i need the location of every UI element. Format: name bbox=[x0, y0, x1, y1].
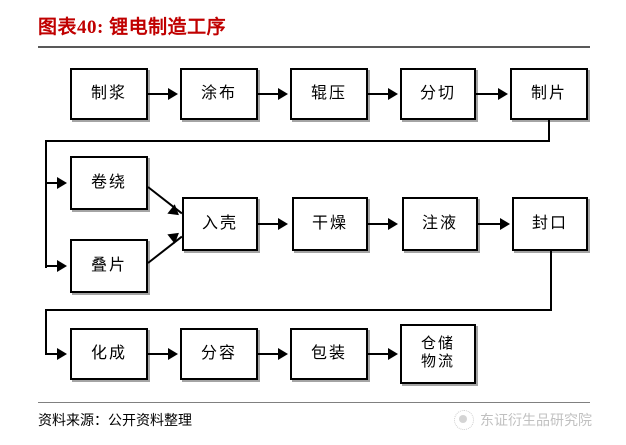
connector-line bbox=[258, 93, 280, 95]
connector-line bbox=[258, 223, 280, 225]
node-zhijiang[interactable]: 制浆 bbox=[70, 68, 148, 120]
arrow-icon bbox=[168, 88, 178, 100]
arrow-icon bbox=[167, 204, 183, 220]
connector-line bbox=[550, 251, 552, 311]
watermark-label: 东证衍生品研究院 bbox=[480, 414, 592, 429]
footer-divider bbox=[38, 402, 590, 403]
source-note: 资料来源：公开资料整理 bbox=[38, 414, 192, 429]
node-baozhuang[interactable]: 包装 bbox=[290, 328, 368, 380]
node-label-line2: 物流 bbox=[420, 354, 455, 370]
arrow-icon bbox=[500, 218, 510, 230]
node-fengkou[interactable]: 封口 bbox=[512, 197, 588, 251]
connector-line bbox=[368, 223, 390, 225]
connector-line bbox=[45, 309, 47, 355]
node-ruke[interactable]: 入壳 bbox=[182, 197, 258, 251]
node-ganzao[interactable]: 干燥 bbox=[292, 197, 368, 251]
arrow-icon bbox=[57, 260, 67, 272]
arrow-icon bbox=[168, 348, 178, 360]
circle-logo-icon bbox=[454, 410, 474, 430]
connector-line bbox=[258, 353, 280, 355]
connector-line bbox=[45, 309, 552, 311]
arrow-icon bbox=[278, 88, 288, 100]
node-diepian[interactable]: 叠片 bbox=[70, 239, 148, 293]
connector-line bbox=[45, 265, 59, 267]
node-fenqie[interactable]: 分切 bbox=[400, 68, 476, 120]
connector-line bbox=[148, 93, 170, 95]
arrow-icon bbox=[57, 177, 67, 189]
node-huacheng[interactable]: 化成 bbox=[70, 328, 148, 380]
node-zhipian[interactable]: 制片 bbox=[510, 68, 588, 120]
title-divider bbox=[38, 46, 590, 48]
connector-line bbox=[476, 93, 500, 95]
connector-line bbox=[478, 223, 500, 225]
watermark: 东证衍生品研究院 bbox=[454, 410, 592, 430]
arrow-icon bbox=[388, 88, 398, 100]
connector-line bbox=[45, 353, 59, 355]
connector-line bbox=[45, 140, 550, 142]
connector-line bbox=[368, 93, 390, 95]
node-cangchu-wuliu[interactable]: 仓储 物流 bbox=[400, 324, 476, 384]
arrow-icon bbox=[167, 228, 183, 244]
node-zhuye[interactable]: 注液 bbox=[402, 197, 478, 251]
node-label-line1: 仓储 bbox=[420, 336, 455, 353]
arrow-icon bbox=[57, 348, 67, 360]
node-tubu[interactable]: 涂布 bbox=[180, 68, 258, 120]
connector-line bbox=[548, 120, 550, 142]
node-juanrao[interactable]: 卷绕 bbox=[70, 156, 148, 210]
connector-line bbox=[368, 353, 390, 355]
arrow-icon bbox=[388, 218, 398, 230]
arrow-icon bbox=[498, 88, 508, 100]
page-title: 图表40: 锂电制造工序 bbox=[38, 17, 227, 38]
arrow-icon bbox=[278, 218, 288, 230]
connector-line bbox=[148, 353, 170, 355]
arrow-icon bbox=[278, 348, 288, 360]
node-fenrong[interactable]: 分容 bbox=[180, 328, 258, 380]
node-gunya[interactable]: 辊压 bbox=[290, 68, 368, 120]
arrow-icon bbox=[388, 348, 398, 360]
connector-line bbox=[45, 140, 47, 268]
connector-line bbox=[45, 182, 59, 184]
